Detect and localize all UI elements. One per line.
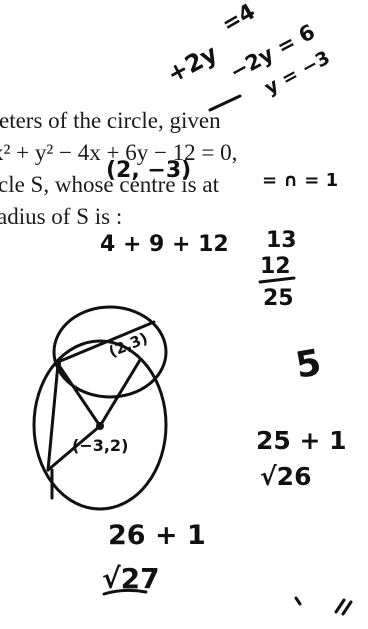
side-root: √26 — [260, 462, 312, 491]
centre-point — [96, 422, 104, 430]
bottom-sum: 26 + 1 — [108, 520, 206, 551]
equals-marks: = ∩ = 1 — [262, 170, 339, 191]
point-a — [55, 361, 61, 367]
chord-line — [56, 320, 156, 364]
centre-label: (2, −3) — [106, 158, 192, 183]
label-neg3-2: (−3,2) — [72, 436, 129, 455]
radius-line — [56, 362, 102, 428]
centre-line — [46, 424, 102, 472]
root-underline — [102, 588, 148, 596]
side-line — [46, 362, 60, 472]
radius-line-2 — [98, 358, 142, 428]
inner-circle — [52, 305, 168, 399]
sum-line: 4 + 9 + 12 — [100, 232, 229, 257]
column-sum-3: 25 — [263, 286, 294, 311]
column-sum-2: 12 — [260, 254, 291, 279]
question-line-3: cle S, whose centre is at — [0, 172, 219, 197]
stray-mark-2 — [334, 598, 346, 614]
sum-underline — [258, 276, 296, 284]
question-line-2: x² + y² − 4x + 6y − 12 = 0, — [0, 140, 238, 165]
stray-mark — [294, 596, 302, 606]
question-line-1: eters of the circle, given — [0, 108, 221, 133]
minus-dash — [208, 94, 242, 112]
column-sum-1: 13 — [266, 228, 297, 253]
side-sum: 25 + 1 — [256, 426, 347, 455]
question-line-4: adius of S is : — [0, 204, 123, 229]
stray-mark-3 — [341, 600, 353, 616]
outer-circle — [32, 339, 168, 511]
